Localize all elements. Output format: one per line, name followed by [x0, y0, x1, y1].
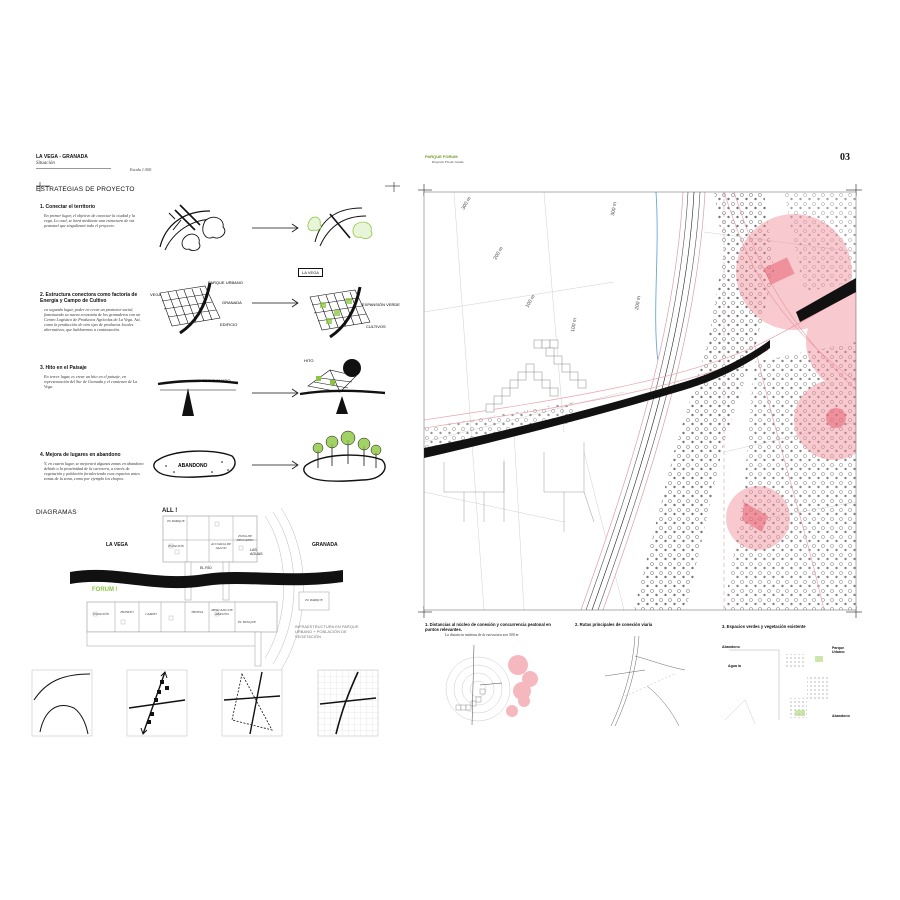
- header-rule: [36, 168, 111, 169]
- diagram-bottom-cell-5: MERCADO DE ABASTOS: [211, 608, 233, 616]
- page-number: 03: [840, 152, 850, 163]
- site-map: 300 m 200 m 100 m 300 m 200 m 100 m: [423, 191, 857, 611]
- strategy-3-title: 3. Hito en el Paisaje: [40, 365, 87, 371]
- arrow-1: [252, 223, 299, 233]
- analysis-2-title: 2. Rutas principales de conexión viaria: [575, 622, 653, 627]
- sketch-1-after: [307, 207, 373, 247]
- diagram-eco-parque: EL PARQUE: [305, 598, 323, 602]
- arrow-3: [252, 388, 299, 398]
- sketch-2-label-park: PARQUE URBANO: [208, 280, 243, 285]
- green-label-1: Abandono: [722, 645, 740, 649]
- analysis-1-text: La distancia máxima de la estructura son…: [445, 633, 519, 637]
- map-distance-5: 200 m: [634, 296, 642, 311]
- sketch-3-label-abandon: ABANDONADO: [202, 378, 230, 383]
- diagram-bottom-cell-4: TIENDA: [191, 610, 203, 614]
- diagram-granada: GRANADA: [312, 542, 338, 548]
- mini-diagram-4: [317, 669, 379, 737]
- sketch-2-label-edificio: EDIFICIO: [220, 322, 237, 327]
- diagram-top-cell-3: ACOGIDA DE SALUD: [210, 542, 232, 550]
- left-scale: Escala 1:500: [130, 167, 152, 172]
- arrow-4: [252, 460, 299, 470]
- diagram-bottom-cell-3: CAMPO: [145, 612, 157, 616]
- strategy-1-text: En primer lugar, el objetivo de conectar…: [44, 213, 136, 228]
- sketch-3-after: HITO: [299, 358, 386, 414]
- sketch-3-label-hito: HITO: [304, 358, 313, 363]
- diagram-bottom-cell-6: EL BOSQUE: [238, 620, 256, 624]
- strategy-4: 4. Mejora de lugares en abandono Y, en c…: [40, 452, 145, 481]
- diagram-grid: [70, 507, 343, 671]
- diagram-note: INFRAESTRUCTURA EN PARQUE URBANO + POBLA…: [295, 624, 359, 639]
- diagram-bottom-cell-2: HUERTO: [120, 610, 134, 614]
- diagram-top-cell-2: ESTACIÓN: [168, 544, 184, 548]
- strategy-4-text: Y, en cuarto lugar, se mejorará algunas …: [44, 461, 144, 481]
- diagram-la-vega: LA VEGA: [106, 542, 129, 548]
- strategy-1-title: 1. Conectar el territorio: [40, 204, 96, 210]
- diagram-all: ALL !: [162, 508, 178, 514]
- green-label-2: Agua la: [728, 664, 741, 668]
- diagram-bottom-cell-1: ESTACIÓN: [93, 612, 109, 616]
- mini-diagram-1: [31, 669, 93, 737]
- sketch-4-before: ABANDONO: [153, 450, 236, 478]
- left-header-title: LA VEGA - GRANADA: [36, 154, 88, 160]
- right-header-title: PARQUE FORUM: [425, 154, 458, 159]
- strategy-2: 2. Estructura conectora como factoría de…: [40, 292, 145, 332]
- sketch-2-label-vega: VEGA: [150, 292, 161, 297]
- strategy-1: 1. Conectar el territorio En primer luga…: [40, 204, 145, 228]
- diagram-title: DIAGRAMAS: [36, 509, 77, 516]
- sketch-1-before: [159, 204, 226, 252]
- analysis-2: 2. Rutas principales de conexión viaria: [575, 622, 685, 627]
- strategy-4-title: 4. Mejora de lugares en abandono: [40, 452, 121, 458]
- sketch-4-after: [303, 430, 386, 482]
- strategy-2-text: en segundo lugar, poder en crear un prom…: [44, 307, 141, 332]
- analysis-3-diagram: [724, 649, 829, 725]
- analysis-2-diagram: [604, 635, 686, 727]
- diagram-el-rio: EL RÍO: [200, 566, 212, 570]
- analysis-3: 3. Espacios verdes y vegetación existent…: [722, 624, 852, 629]
- sketch-2-label-granada: GRANADA: [222, 300, 242, 305]
- analysis-3-title: 3. Espacios verdes y vegetación existent…: [722, 624, 806, 629]
- diagram-top-cell-4: ZONA DE DESCANSO: [236, 534, 254, 542]
- diagram-forum: FORUM !: [92, 587, 118, 593]
- sketch-2-label-cultivos: CULTIVOS: [366, 324, 386, 329]
- sketch-2-label-expansion: EXPANSIÓN VERDE: [362, 302, 400, 307]
- map-distance-4: 300 m: [610, 202, 618, 217]
- analysis-1-diagram: [445, 644, 538, 726]
- left-header-sub: Situación: [36, 161, 55, 166]
- mini-diagram-3: [221, 669, 283, 737]
- sketch-2-before: VEGA PARQUE URBANO GRANADA EDIFICIO: [150, 280, 243, 335]
- strategy-3: 3. Hito en el Paisaje En tercer lugar, e…: [40, 365, 145, 389]
- arrow-2: [252, 298, 299, 308]
- analysis-1-title: 1. Distancias al núcleo de conexión y co…: [425, 622, 551, 632]
- sketch-3-before: ABANDONADO: [157, 378, 239, 416]
- right-header-sub: Proyecto Fin de Grado: [432, 160, 464, 164]
- section-title: ESTRATEGIAS DE PROYECTO: [36, 186, 135, 193]
- mini-diagram-2: [126, 669, 188, 737]
- sketch-2-tag-lavega: LA VEGA: [298, 268, 323, 277]
- sketch-2-after: EXPANSIÓN VERDE CULTIVOS: [309, 286, 400, 339]
- analysis-1: 1. Distancias al núcleo de conexión y co…: [425, 622, 555, 638]
- green-label-4: Abandono: [832, 714, 850, 718]
- strategy-2-title: 2. Estructura conectora como factoría de…: [40, 292, 138, 304]
- diagram-las-aguas: LAS AGUAS: [250, 548, 263, 556]
- sketch-4-label: ABANDONO: [178, 463, 208, 469]
- strategy-3-text: En tercer lugar, es crear un hito en el …: [44, 374, 138, 389]
- diagram-top-cell-1: EL PARQUE: [167, 519, 185, 523]
- green-label-3: Parque Urbano: [832, 646, 845, 654]
- map-distance-6: 100 m: [570, 318, 578, 333]
